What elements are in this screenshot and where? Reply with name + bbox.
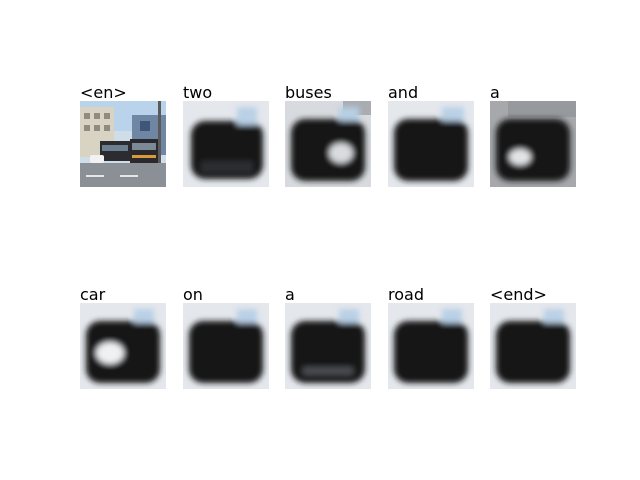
caption-word: car xyxy=(80,285,106,304)
attention-map-icon xyxy=(183,101,269,187)
caption-word: <en> xyxy=(80,83,127,102)
attention-map-icon xyxy=(80,303,166,389)
attention-map-icon xyxy=(285,101,371,187)
attention-map-icon xyxy=(388,303,474,389)
caption-word: <end> xyxy=(490,285,547,304)
street-photo-icon xyxy=(80,101,166,187)
attention-map-icon xyxy=(388,101,474,187)
attention-map-icon xyxy=(183,303,269,389)
attention-map-icon xyxy=(285,303,371,389)
caption-word: a xyxy=(490,83,500,102)
caption-word: road xyxy=(388,285,424,304)
caption-word: and xyxy=(388,83,419,102)
caption-word: two xyxy=(183,83,213,102)
caption-word: on xyxy=(183,285,203,304)
caption-word: buses xyxy=(285,83,332,102)
attention-map-icon xyxy=(490,101,576,187)
caption-word: a xyxy=(285,285,295,304)
attention-map-icon xyxy=(490,303,576,389)
